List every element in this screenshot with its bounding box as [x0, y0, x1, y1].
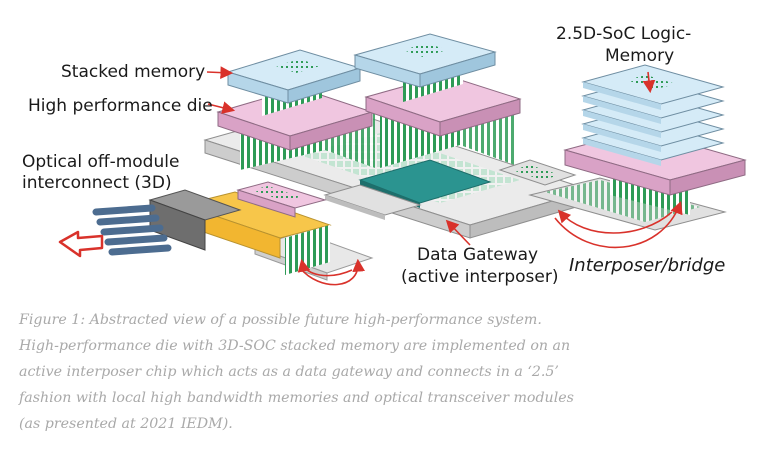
system-diagram: Stacked memory High performance die Opti…	[22, 24, 747, 287]
right-bridge-arrow-return	[557, 209, 673, 234]
optical-output-arrow	[58, 230, 104, 258]
optical-module	[58, 181, 332, 275]
figure-caption: Figure 1: Abstracted view of a possible …	[19, 312, 574, 432]
right-stacked-memory	[353, 33, 497, 88]
left-high-performance-die	[216, 87, 374, 151]
label-soc-line1: 2.5D-SoC Logic-	[556, 24, 691, 44]
label-optical-line2: interconnect (3D)	[22, 173, 172, 193]
left-bridge-arrow	[299, 258, 366, 286]
label-high-performance-die: High performance die	[28, 96, 213, 116]
interposer-modules	[323, 159, 577, 220]
label-stacked-memory: Stacked memory	[61, 62, 205, 82]
connection-arrows	[297, 201, 683, 286]
label-pointers	[206, 66, 656, 246]
soc-memory-stack	[528, 64, 747, 231]
label-gateway-line2: (active interposer)	[401, 267, 558, 287]
label-optical-line1: Optical off-module	[22, 152, 179, 172]
label-interposer-bridge: Interposer/bridge	[569, 255, 725, 276]
gateway-core	[358, 159, 492, 204]
left-bridge-arrow-return	[297, 258, 353, 277]
label-soc-line2: Memory	[605, 46, 674, 66]
right-bridge-arrow	[554, 201, 683, 249]
label-gateway-line1: Data Gateway	[417, 245, 538, 265]
left-stacked-memory	[226, 49, 362, 104]
